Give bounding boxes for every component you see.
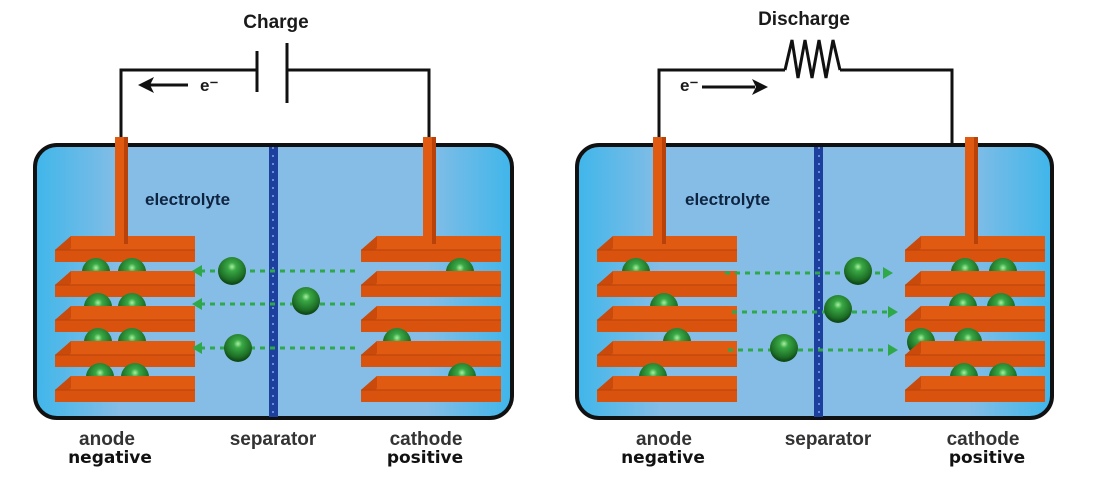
- charge-migrating-ions: [192, 257, 355, 362]
- charge-separator-label: separator: [230, 429, 317, 450]
- discharge-anode-stack: [597, 137, 737, 402]
- electrode-plate: [905, 341, 1045, 367]
- lithium-ion: [218, 257, 246, 285]
- electrode-plate: [905, 306, 1045, 332]
- electrode-plate: [905, 271, 1045, 297]
- electrode-plate: [361, 376, 501, 402]
- charge-electrolyte-label: electrolyte: [145, 190, 230, 209]
- charge-electron-label: e⁻: [200, 76, 218, 95]
- discharge-anode-polarity: negative: [621, 448, 705, 468]
- electrode-plate: [55, 271, 195, 297]
- resistor-icon: [783, 39, 842, 79]
- charge-anode-stack: [55, 137, 195, 402]
- discharge-separator: [814, 147, 823, 417]
- lithium-ion: [824, 295, 852, 323]
- discharge-electrolyte-label: electrolyte: [685, 190, 770, 209]
- arrow-left-icon: [192, 265, 202, 277]
- charge-circuit-wire: [119, 68, 431, 145]
- electron-arrow-left-icon: [138, 77, 188, 93]
- electrode-plate: [361, 306, 501, 332]
- discharge-anode-label: anode: [636, 429, 692, 450]
- electrode-plate: [597, 376, 737, 402]
- discharge-cathode-stack: [905, 137, 1045, 402]
- charge-title: Charge: [243, 12, 308, 33]
- charge-anode-polarity: negative: [68, 448, 152, 468]
- electrode-plate: [55, 341, 195, 367]
- arrow-right-icon: [888, 306, 898, 318]
- charge-separator: [269, 147, 278, 417]
- electrode-plate: [597, 236, 737, 262]
- charge-panel: Charge e⁻ electrolyte anode negative sep…: [33, 12, 514, 468]
- charge-cathode-polarity: positive: [387, 448, 463, 468]
- electrode-plate: [55, 306, 195, 332]
- discharge-electron-label: e⁻: [680, 76, 698, 95]
- arrow-left-icon: [192, 298, 202, 310]
- discharge-separator-label: separator: [785, 429, 872, 450]
- arrow-right-icon: [888, 344, 898, 356]
- electrode-plate: [597, 271, 737, 297]
- discharge-migrating-ions: [725, 257, 898, 362]
- discharge-panel: Discharge e⁻ electrolyte anode negative …: [575, 9, 1054, 468]
- electrode-plate: [597, 341, 737, 367]
- discharge-cathode-label: cathode: [947, 429, 1020, 450]
- arrow-right-icon: [883, 267, 893, 279]
- discharge-title: Discharge: [758, 9, 850, 30]
- arrow-left-icon: [192, 342, 202, 354]
- discharge-cathode-polarity: positive: [949, 448, 1025, 468]
- charge-cathode-stack: [361, 137, 501, 402]
- lithium-ion: [844, 257, 872, 285]
- electrode-plate: [361, 271, 501, 297]
- charge-cathode-label: cathode: [390, 429, 463, 450]
- electron-arrow-right-icon: [702, 79, 768, 95]
- lithium-ion: [224, 334, 252, 362]
- discharge-circuit-wire: [657, 68, 954, 145]
- lithium-ion: [292, 287, 320, 315]
- electrode-plate: [55, 376, 195, 402]
- electrode-plate: [905, 376, 1045, 402]
- electrode-plate: [361, 341, 501, 367]
- battery-icon: [255, 43, 289, 103]
- lithium-ion: [770, 334, 798, 362]
- charge-anode-label: anode: [79, 429, 135, 450]
- electrode-plate: [597, 306, 737, 332]
